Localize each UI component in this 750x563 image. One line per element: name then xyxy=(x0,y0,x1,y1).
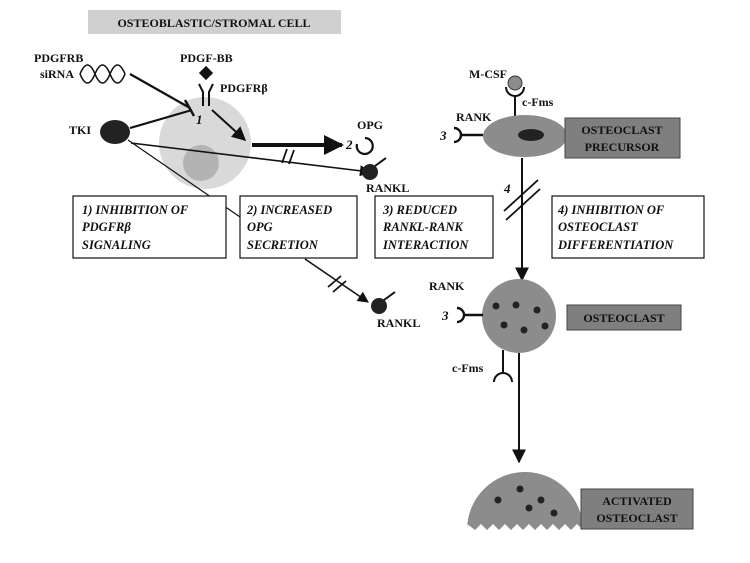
step-number-3-top: 3 xyxy=(439,128,447,143)
m-csf-icon xyxy=(507,75,523,91)
step-number-1: 1 xyxy=(196,112,203,127)
rankl-top-label: RANKL xyxy=(366,181,409,195)
tki-inhibit-line-receptor xyxy=(129,108,193,130)
osteoclast-tag-label: OSTEOCLAST xyxy=(583,311,664,325)
sirna-label: siRNA xyxy=(40,67,74,81)
differentiation-block-2 xyxy=(505,188,541,221)
box-2-line-2: OPG xyxy=(247,220,273,234)
osteoblast-cell xyxy=(159,97,251,189)
pdgfr-receptor-icon xyxy=(198,83,214,106)
pdgf-bb-label: PDGF-BB xyxy=(180,51,233,65)
rankl-top-stalk xyxy=(374,157,387,167)
step-number-4: 4 xyxy=(503,181,511,196)
osteoclast-nucleus-1 xyxy=(492,302,500,310)
activated-nucleus-2 xyxy=(516,485,524,493)
osteoclast-tag xyxy=(566,304,682,331)
rank-mid-label: RANK xyxy=(429,279,465,293)
osteoclast-cell xyxy=(482,279,556,353)
osteoclast-nucleus-3 xyxy=(533,306,541,314)
rank-top-receptor-icon xyxy=(453,126,483,144)
box-3-line-2: RANKL-RANK xyxy=(382,220,465,234)
rankl-bottom-block-2 xyxy=(332,280,347,293)
activated-nucleus-5 xyxy=(550,509,558,517)
rankl-block-mark-1 xyxy=(281,148,288,164)
box-2 xyxy=(239,195,358,259)
tki-drug-icon xyxy=(100,120,130,144)
header-title: OSTEOBLASTIC/STROMAL CELL xyxy=(117,16,310,30)
differentiation-block-1 xyxy=(503,179,539,212)
sirna-helix-icon xyxy=(79,64,126,84)
rank-top-label: RANK xyxy=(456,110,492,124)
c-fms-bottom-label: c-Fms xyxy=(452,361,484,375)
activated-tag-line-1: ACTIVATED xyxy=(602,494,672,508)
pdgfr-beta-label: PDGFRβ xyxy=(220,81,268,95)
precursor-tag xyxy=(564,117,681,159)
tki-label: TKI xyxy=(69,123,91,137)
box-2-line-3: SECRETION xyxy=(247,238,319,252)
m-csf-label: M-CSF xyxy=(469,67,507,81)
precursor-nucleus xyxy=(518,129,544,141)
sirna-inhibit-bar xyxy=(183,99,196,117)
opg-label: OPG xyxy=(357,118,383,132)
rankl-bottom-stalk xyxy=(383,291,396,301)
rank-mid-receptor-icon xyxy=(456,306,483,324)
box-1 xyxy=(72,195,227,259)
precursor-tag-line-1: OSTEOCLAST xyxy=(581,123,662,137)
rankl-bottom-block-1 xyxy=(327,275,342,288)
activated-nucleus-3 xyxy=(537,496,545,504)
activated-tag xyxy=(580,488,694,530)
activated-osteoclast-cell xyxy=(467,472,583,530)
activated-nucleus-1 xyxy=(494,496,502,504)
activated-tag-line-2: OSTEOCLAST xyxy=(596,511,677,525)
box-3 xyxy=(374,195,494,259)
pdgf-bb-diamond-icon xyxy=(198,65,214,81)
osteoclast-nucleus-5 xyxy=(520,326,528,334)
precursor-tag-line-2: PRECURSOR xyxy=(585,140,660,154)
header-box xyxy=(88,10,341,34)
c-fms-top-label: c-Fms xyxy=(522,95,554,109)
osteoblast-nucleus xyxy=(183,145,219,181)
box-4-line-1: 4) INHIBITION OF xyxy=(557,203,665,217)
step-number-3-mid: 3 xyxy=(441,308,449,323)
c-fms-bottom-receptor-icon xyxy=(493,372,513,383)
box-1-line-3: SIGNALING xyxy=(82,238,151,252)
box-4-line-3: DIFFERENTIATION xyxy=(557,238,674,252)
rankl-block-mark-2 xyxy=(288,149,295,165)
box-2-line-1: 2) INCREASED xyxy=(246,203,332,217)
sirna-inhibit-line xyxy=(129,73,191,109)
box-3-line-1: 3) REDUCED xyxy=(382,203,457,217)
box-4 xyxy=(551,195,705,259)
box-1-line-2: PDGFRβ xyxy=(82,220,131,234)
box-1-line-1: 1) INHIBITION OF xyxy=(82,203,189,217)
osteoclast-nucleus-2 xyxy=(512,301,520,309)
rankl-bottom-label: RANKL xyxy=(377,316,420,330)
rankl-top-icon xyxy=(362,164,378,180)
osteoclast-nucleus-6 xyxy=(541,322,549,330)
box-4-line-2: OSTEOCLAST xyxy=(558,220,639,234)
opg-icon xyxy=(355,136,374,156)
step-number-2: 2 xyxy=(345,137,353,152)
rankl-bottom-icon xyxy=(371,298,387,314)
tki-line-to-rankl xyxy=(130,142,372,177)
activated-nucleus-4 xyxy=(525,504,533,512)
box-3-line-3: INTERACTION xyxy=(382,238,469,252)
pdgfrb-label: PDGFRB xyxy=(34,51,83,65)
receptor-signal-arrow xyxy=(211,109,247,141)
osteoclast-nucleus-4 xyxy=(500,321,508,329)
